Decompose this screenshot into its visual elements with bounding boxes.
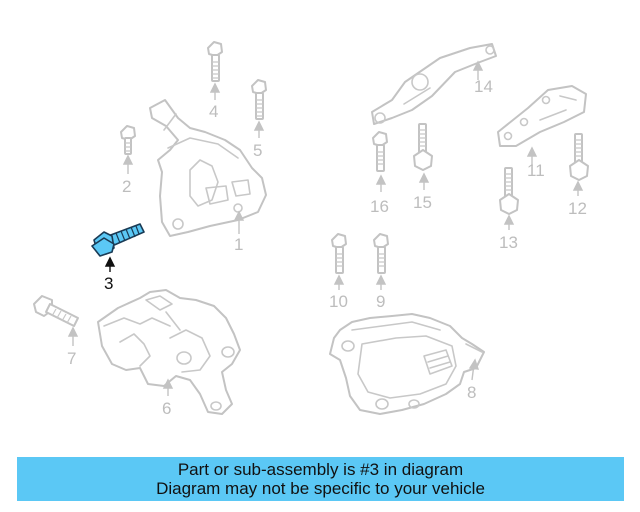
part-9-bolt[interactable] <box>373 233 389 274</box>
callout-9: 9 <box>376 292 385 311</box>
callout-1: 1 <box>234 235 243 254</box>
part-10-bolt[interactable] <box>331 233 347 274</box>
part-7-bolt[interactable] <box>33 295 79 327</box>
parts-diagram: 1 2 3 4 5 6 7 8 9 10 11 12 13 14 15 16 <box>33 41 589 418</box>
part-2-bolt[interactable] <box>120 125 136 155</box>
callout-11: 11 <box>527 161 545 180</box>
callout-5: 5 <box>253 141 262 160</box>
callout-labels: 1 2 3 4 5 6 7 8 9 10 11 12 13 14 15 16 <box>67 77 587 418</box>
part-16-bolt[interactable] <box>372 131 388 172</box>
callout-2: 2 <box>122 177 131 196</box>
note-line-1: Part or sub-assembly is #3 in diagram <box>177 460 464 479</box>
part-1-engine-mount[interactable] <box>149 99 267 237</box>
part-13-bolt[interactable] <box>499 167 519 215</box>
part-6-mount-bracket[interactable] <box>97 289 241 415</box>
part-8-transmission-mount[interactable] <box>329 313 485 415</box>
part-5-bolt[interactable] <box>251 79 267 120</box>
part-15-bolt[interactable] <box>413 123 433 171</box>
callout-13: 13 <box>499 233 518 252</box>
note-line-2: Diagram may not be specific to your vehi… <box>156 479 485 498</box>
part-14-torque-rod[interactable] <box>371 43 497 125</box>
callout-12: 12 <box>568 199 587 218</box>
part-12-bolt[interactable] <box>569 133 589 181</box>
callout-3: 3 <box>104 274 113 293</box>
callout-14: 14 <box>474 77 493 96</box>
callout-8: 8 <box>467 383 476 402</box>
callout-6: 6 <box>162 399 171 418</box>
part-11-bracket[interactable] <box>497 85 587 147</box>
leader-arrows <box>67 60 584 396</box>
callout-16: 16 <box>370 197 389 216</box>
part-3-bolt-highlighted[interactable] <box>91 223 145 257</box>
callout-7: 7 <box>67 349 76 368</box>
callout-4: 4 <box>209 102 218 121</box>
callout-15: 15 <box>413 193 432 212</box>
part-4-bolt[interactable] <box>207 41 223 82</box>
diagram-note-banner: Part or sub-assembly is #3 in diagram Di… <box>17 457 624 501</box>
callout-10: 10 <box>329 292 348 311</box>
